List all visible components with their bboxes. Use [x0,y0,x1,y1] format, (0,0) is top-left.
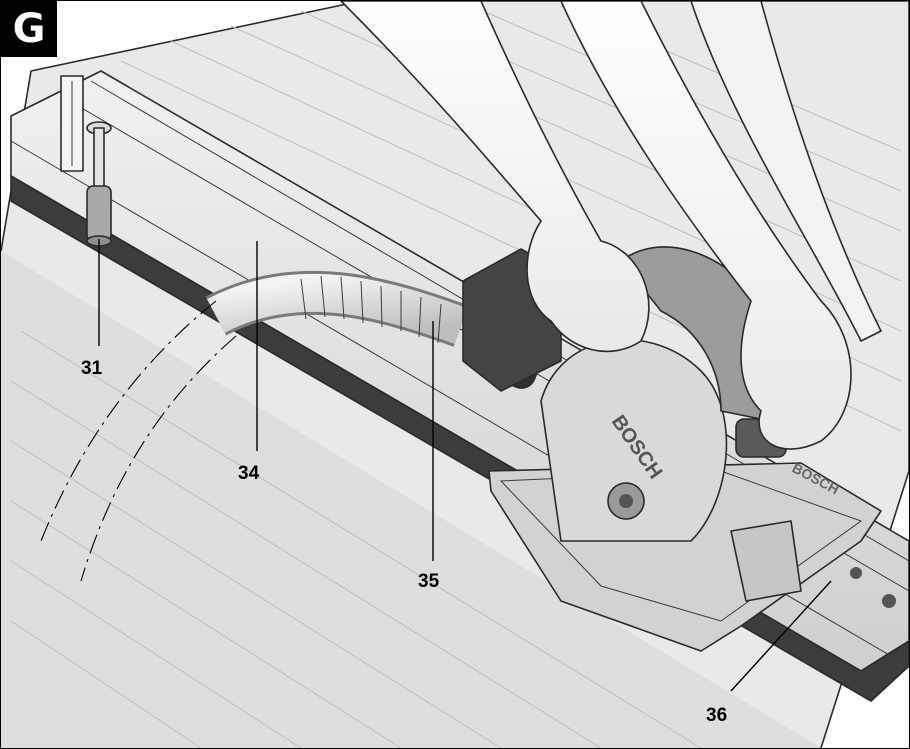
callout-36: 36 [706,705,727,726]
leader-lines [98,239,832,692]
callout-35: 35 [418,571,440,592]
callout-34: 34 [238,463,260,484]
screw-clamp [60,75,112,247]
leader-36 [730,580,832,692]
operator-hands [340,1,882,450]
callout-31: 31 [81,358,103,379]
figure-label-badge: G [1,1,57,57]
callout-labels: 31 34 35 36 [81,358,727,726]
hose-ribs [300,275,442,344]
